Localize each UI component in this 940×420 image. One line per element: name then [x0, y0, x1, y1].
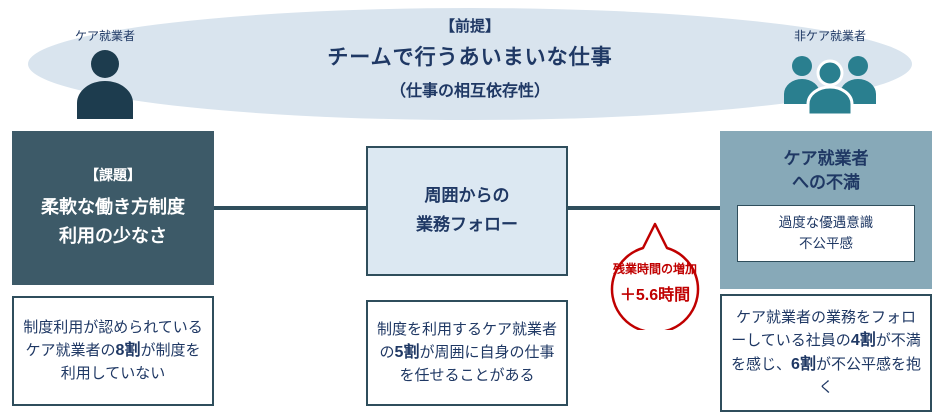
note-right-bold1: 4割 — [850, 332, 876, 349]
note-left-text: 制度利用が認められているケア就業者の8割が制度を利用していない — [22, 317, 204, 386]
non-care-workers-group-icon — [784, 56, 876, 116]
note-right-s2: が不満を感じ、 — [731, 332, 921, 373]
note-mid-s1: 制度を利用するケア就業者の — [376, 320, 557, 362]
dissatisfaction-inner-box: 過度な優遇意識 不公平感 — [737, 204, 915, 263]
issue-box: 【課題】 柔軟な働き方制度 利用の少なさ — [12, 131, 214, 285]
note-right-s1: ケア就業者の業務をフォローしている社員の — [731, 308, 916, 350]
premise-subtitle: （仕事の相互依存性） — [389, 83, 550, 100]
follow-box-line1: 周囲からの — [424, 186, 510, 206]
overtime-label: 残業時間の増加 — [612, 262, 697, 276]
premise-block: 【前提】 チームで行うあいまいな仕事 （仕事の相互依存性） — [0, 15, 940, 101]
overtime-bubble-shape — [610, 222, 700, 330]
note-mid-text: 制度を利用するケア就業者の5割が周囲に自身の仕事を任せることがある — [376, 319, 558, 388]
dissatisfaction-inner-line1: 過度な優遇意識 — [778, 214, 874, 230]
note-mid-s2: が周囲に自身の仕事を任せることがある — [399, 344, 555, 384]
issue-box-line2: 利用の少なさ — [59, 226, 167, 246]
note-dissatisfaction-stats: ケア就業者の業務をフォローしている社員の4割が不満を感じ、6割が不公平感を抱く — [720, 294, 932, 412]
premise-ellipse — [28, 8, 912, 120]
care-worker-person-icon — [77, 50, 133, 119]
follow-box-line2: 業務フォロー — [416, 215, 518, 234]
dissatisfaction-inner-line2: 不公平感 — [799, 235, 853, 251]
premise-title: チームで行うあいまいな仕事 — [327, 46, 613, 69]
note-left-s1: 制度利用が認められているケア就業者の — [23, 318, 203, 360]
premise-tag: 【前提】 — [439, 18, 500, 35]
overtime-value: ＋5.6時間 — [619, 287, 691, 304]
dissatisfaction-box: ケア就業者 への不満 過度な優遇意識 不公平感 — [720, 131, 932, 289]
note-right-text: ケア就業者の業務をフォローしている社員の4割が不満を感じ、6割が不公平感を抱く — [730, 307, 922, 400]
note-mid-bold1: 5割 — [394, 344, 420, 361]
note-right-bold2: 6割 — [791, 356, 816, 373]
care-worker-label: ケア就業者 — [74, 29, 135, 43]
overtime-bubble-text: 残業時間の増加 ＋5.6時間 — [601, 260, 709, 305]
dissatisfaction-line2: への不満 — [792, 172, 860, 192]
issue-box-line1: 柔軟な働き方制度 — [41, 197, 185, 218]
note-delegation: 制度を利用するケア就業者の5割が周囲に自身の仕事を任せることがある — [366, 300, 568, 406]
dissatisfaction-line1: ケア就業者 — [783, 149, 869, 168]
non-care-worker-label: 非ケア就業者 — [793, 29, 866, 43]
follow-box: 周囲からの 業務フォロー — [366, 146, 568, 276]
note-right-s3: が不公平感を抱く — [815, 356, 921, 396]
note-left-s2: が制度を利用していない — [60, 342, 201, 382]
note-institution-usage: 制度利用が認められているケア就業者の8割が制度を利用していない — [12, 296, 214, 406]
note-left-bold1: 8割 — [115, 342, 141, 359]
issue-box-tag: 【課題】 — [85, 167, 141, 184]
